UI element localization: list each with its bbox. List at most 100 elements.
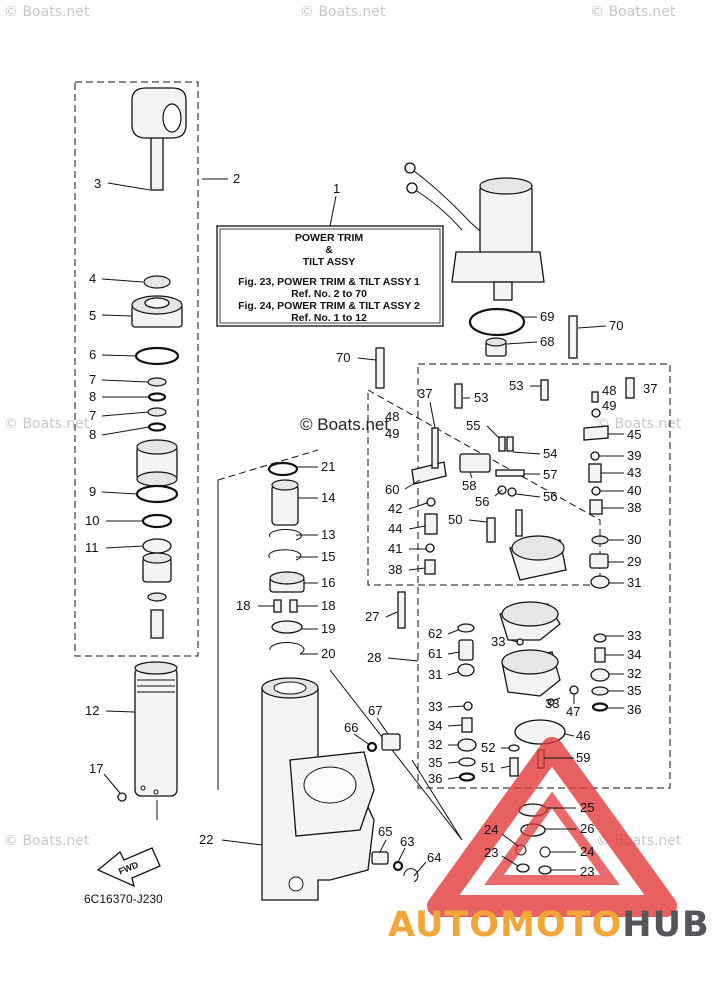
callouts: 3 2 4 5 6 7 8 7 8 9 10 11 12 17 1 21 14 … bbox=[85, 171, 657, 879]
group-2-outline bbox=[74, 81, 199, 657]
o-ring-part-9 bbox=[135, 484, 179, 504]
callout-67: 67 bbox=[368, 703, 382, 718]
bolt bbox=[150, 609, 164, 639]
cap-part-16 bbox=[269, 571, 305, 593]
callout-40: 40 bbox=[627, 483, 641, 498]
washer-part-19 bbox=[271, 620, 303, 634]
callout-35: 35 bbox=[627, 683, 641, 698]
o-ring-part-8 bbox=[147, 392, 167, 402]
diagram-code: 6C16370-J230 bbox=[84, 892, 163, 906]
callout-28: 28 bbox=[367, 650, 381, 665]
watermark: © Boats.net bbox=[590, 4, 676, 20]
callout-11: 11 bbox=[85, 540, 99, 555]
valve-part-31 bbox=[590, 575, 610, 589]
piston bbox=[136, 439, 178, 487]
callout-22: 22 bbox=[199, 832, 213, 847]
washer-part-4 bbox=[143, 275, 171, 289]
valve-part-32 bbox=[590, 668, 610, 682]
washer-part-42 bbox=[426, 497, 436, 507]
logo-text-moto: MOTO bbox=[500, 905, 623, 945]
callout-65: 65 bbox=[378, 824, 392, 839]
callout-27: 27 bbox=[365, 609, 379, 624]
o-ring-part-47 bbox=[569, 685, 579, 695]
bolt-part-70b bbox=[375, 347, 385, 389]
valve-part-32b bbox=[457, 738, 477, 752]
callout-20: 20 bbox=[321, 646, 335, 661]
callout-48: 48 bbox=[385, 409, 399, 424]
fwd-arrow: FWD bbox=[96, 847, 161, 888]
callout-18: 18 bbox=[236, 598, 250, 613]
callout-6: 6 bbox=[89, 347, 96, 362]
callout-44: 44 bbox=[388, 521, 402, 536]
tilt-rod-part-3 bbox=[131, 87, 187, 191]
ring-part-11 bbox=[142, 538, 172, 554]
svg-text:POWER TRIM: POWER TRIM bbox=[295, 232, 363, 244]
callout-57: 57 bbox=[543, 467, 557, 482]
valve-plate-lower bbox=[501, 649, 561, 697]
callout-56: 56 bbox=[475, 494, 489, 509]
callout-8: 8 bbox=[89, 389, 96, 404]
o-ring-part-6 bbox=[134, 346, 180, 366]
leader bbox=[329, 669, 463, 841]
watermark: © Boats.net bbox=[4, 833, 90, 849]
svg-text:&: & bbox=[325, 244, 333, 256]
callout-26: 26 bbox=[580, 821, 594, 836]
bolt-part-53 bbox=[454, 383, 463, 409]
callout-66: 66 bbox=[344, 720, 358, 735]
pin-part-38 bbox=[424, 559, 436, 575]
filter-part-23 bbox=[516, 863, 530, 873]
spring-part-18b bbox=[289, 599, 298, 613]
spring-part-18 bbox=[273, 599, 282, 613]
o-ring-part-24b bbox=[539, 846, 551, 858]
callout-15: 15 bbox=[321, 549, 335, 564]
pin-part-38b bbox=[589, 499, 603, 515]
callout-33: 33 bbox=[491, 634, 505, 649]
logo-text-auto: AUTO bbox=[388, 905, 501, 945]
callout-38: 38 bbox=[627, 500, 641, 515]
o-ring-part-69 bbox=[468, 307, 526, 337]
watermark: © Boats.net bbox=[300, 4, 386, 20]
callout-64: 64 bbox=[427, 850, 441, 865]
ball-part-40 bbox=[591, 486, 601, 496]
callout-49: 49 bbox=[602, 398, 616, 413]
ball-part-33d bbox=[463, 701, 473, 711]
callout-33: 33 bbox=[627, 628, 641, 643]
callout-7: 7 bbox=[89, 408, 96, 423]
callout-34: 34 bbox=[627, 647, 641, 662]
valve-part-61 bbox=[458, 639, 474, 661]
sub-group-outline bbox=[367, 389, 601, 586]
callout-47: 47 bbox=[566, 704, 580, 719]
callout-56: 56 bbox=[543, 489, 557, 504]
callout-69: 69 bbox=[540, 309, 554, 324]
washer bbox=[147, 592, 167, 602]
group-28-outline bbox=[417, 363, 671, 789]
piston-lower bbox=[142, 552, 172, 583]
ball-part-33b bbox=[593, 633, 607, 643]
callout-63: 63 bbox=[400, 834, 414, 849]
callout-70: 70 bbox=[609, 318, 623, 333]
washer-part-35b bbox=[458, 757, 476, 767]
screw-part-48 bbox=[591, 391, 599, 403]
ball-part-41 bbox=[425, 543, 435, 553]
callout-3: 3 bbox=[94, 176, 101, 191]
callout-55: 55 bbox=[466, 418, 480, 433]
filter-part-23b bbox=[538, 865, 552, 875]
watermark: © Boats.net bbox=[4, 4, 90, 20]
svg-text:TILT ASSY: TILT ASSY bbox=[303, 256, 356, 268]
callout-23: 23 bbox=[484, 845, 498, 860]
callout-60: 60 bbox=[385, 482, 399, 497]
plate-part-57 bbox=[495, 469, 525, 477]
callout-31: 31 bbox=[428, 667, 442, 682]
callout-19: 19 bbox=[321, 621, 335, 636]
callout-48: 48 bbox=[602, 383, 616, 398]
valve-part-14 bbox=[271, 479, 299, 526]
watermark: © Boats.net bbox=[4, 416, 90, 432]
svg-text:Fig. 24, POWER TRIM & TILT ASS: Fig. 24, POWER TRIM & TILT ASSY 2 bbox=[238, 300, 420, 312]
clip-part-64 bbox=[403, 868, 419, 883]
clip-part-20 bbox=[269, 642, 305, 655]
callout-45: 45 bbox=[627, 427, 641, 442]
bolt-part-27 bbox=[397, 591, 406, 629]
callout-33: 33 bbox=[428, 699, 442, 714]
callout-59: 59 bbox=[576, 750, 590, 765]
callout-51: 51 bbox=[481, 760, 495, 775]
